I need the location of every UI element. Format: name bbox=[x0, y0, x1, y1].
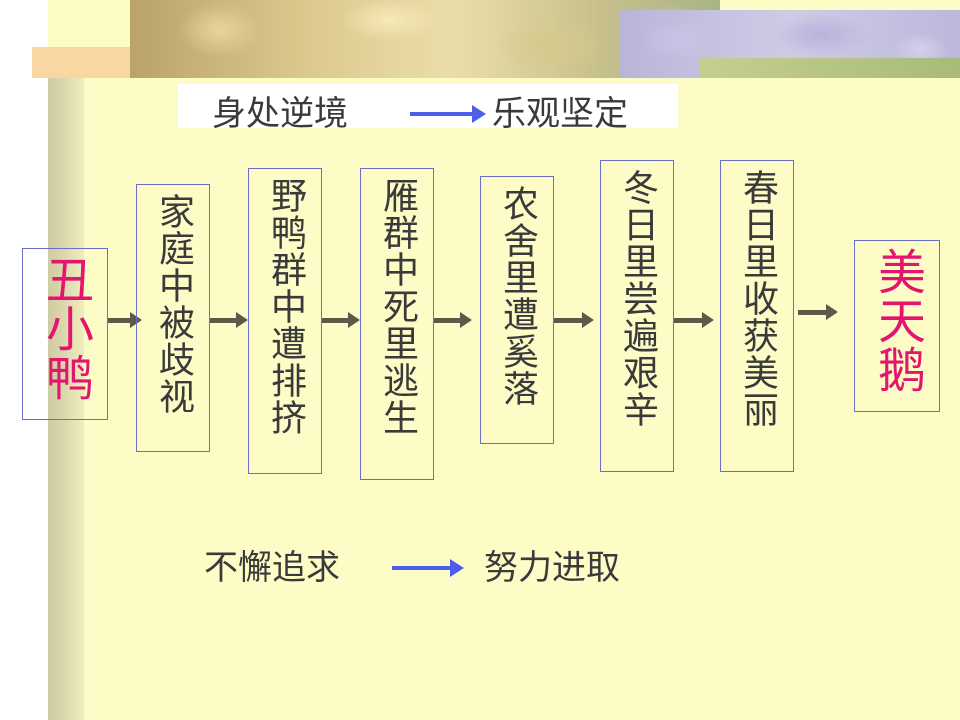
stage-label-3: 雁群中死里逃生 bbox=[377, 177, 418, 436]
stage-box-6: 春日里收获美丽 bbox=[720, 160, 794, 472]
step-arrow-2 bbox=[210, 312, 248, 328]
stage-label-5: 冬日里尝遍艰辛 bbox=[617, 169, 658, 428]
end-node-label: 美天鹅 bbox=[869, 247, 925, 394]
start-node-label: 丑小鸭 bbox=[37, 255, 93, 402]
step-arrow-6 bbox=[674, 312, 714, 328]
footer-arrow bbox=[392, 559, 464, 577]
banner-grass bbox=[700, 58, 960, 78]
footer-right: 努力进取 bbox=[484, 548, 620, 588]
heading-panel bbox=[178, 84, 678, 128]
stage-box-2: 野鸭群中遭排挤 bbox=[248, 168, 322, 474]
step-arrow-1 bbox=[108, 312, 142, 328]
heading-left: 身处逆境 bbox=[212, 94, 348, 134]
footer-left: 不懈追求 bbox=[204, 548, 340, 588]
stage-label-1: 家庭中被歧视 bbox=[153, 193, 194, 415]
stage-box-3: 雁群中死里逃生 bbox=[360, 168, 434, 480]
step-arrow-7 bbox=[798, 304, 838, 320]
step-arrow-5 bbox=[554, 312, 594, 328]
left-margin bbox=[0, 0, 48, 720]
stage-box-4: 农舍里遭奚落 bbox=[480, 176, 554, 444]
stage-label-2: 野鸭群中遭排挤 bbox=[265, 177, 306, 436]
stage-box-5: 冬日里尝遍艰辛 bbox=[600, 160, 674, 472]
step-arrow-3 bbox=[322, 312, 360, 328]
step-arrow-4 bbox=[434, 312, 472, 328]
end-node-box: 美天鹅 bbox=[854, 240, 940, 412]
stage-box-1: 家庭中被歧视 bbox=[136, 184, 210, 452]
banner-accent bbox=[32, 47, 132, 78]
stage-label-4: 农舍里遭奚落 bbox=[497, 185, 538, 407]
stage-label-6: 春日里收获美丽 bbox=[737, 169, 778, 428]
heading-arrow bbox=[410, 105, 486, 123]
start-node-box: 丑小鸭 bbox=[22, 248, 108, 420]
side-strip bbox=[48, 78, 84, 720]
heading-right: 乐观坚定 bbox=[492, 94, 628, 134]
